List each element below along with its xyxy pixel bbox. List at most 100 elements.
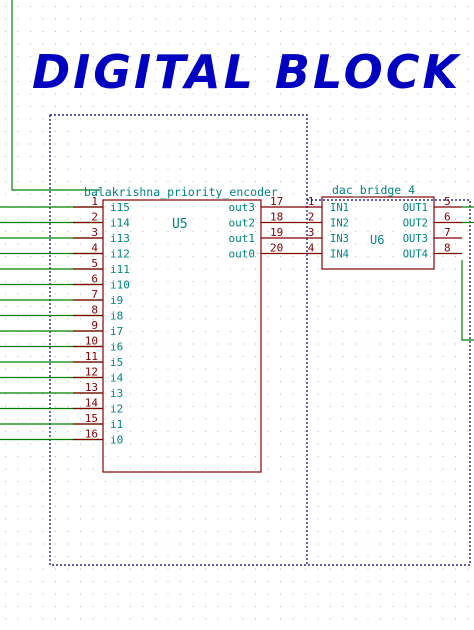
dac-body[interactable]	[321, 196, 435, 270]
grid-dot	[380, 556, 381, 557]
grid-dot	[405, 193, 406, 195]
grid-dot	[180, 493, 181, 495]
grid-dot	[92, 143, 94, 145]
grid-dot	[42, 531, 44, 532]
grid-dot	[230, 218, 231, 220]
grid-dot	[55, 56, 56, 57]
grid-dot	[167, 131, 169, 132]
grid-dot	[292, 556, 294, 557]
grid-dot	[430, 493, 431, 495]
grid-dot	[280, 306, 281, 307]
grid-dot	[205, 506, 206, 507]
grid-dot	[305, 18, 306, 20]
grid-dot	[55, 381, 56, 382]
grid-dot	[392, 343, 394, 345]
grid-dot	[105, 306, 106, 307]
grid-dot	[30, 168, 31, 170]
grid-dot	[5, 256, 6, 257]
grid-dot	[242, 618, 244, 620]
grid-dot	[267, 356, 269, 357]
grid-dot	[42, 431, 44, 432]
grid-dot	[180, 56, 181, 57]
grid-dot	[292, 56, 294, 57]
grid-dot	[330, 256, 331, 257]
grid-dot	[317, 268, 319, 270]
grid-dot	[30, 468, 31, 470]
grid-dot	[142, 368, 144, 370]
grid-dot	[92, 43, 94, 45]
grid-dot	[30, 156, 31, 157]
grid-dot	[167, 168, 169, 170]
grid-dot	[430, 618, 431, 620]
grid-dot	[55, 231, 56, 232]
grid-dot	[5, 6, 6, 7]
grid-dot	[205, 168, 206, 170]
grid-dot	[167, 606, 169, 607]
grid-dot	[330, 156, 331, 157]
grid-dot	[442, 281, 444, 282]
grid-dot	[180, 281, 181, 282]
grid-dot	[142, 18, 144, 20]
grid-dot	[330, 531, 331, 532]
grid-dot	[305, 281, 306, 282]
grid-dot	[455, 556, 456, 557]
grid-dot	[117, 556, 119, 557]
grid-dot	[455, 93, 456, 95]
grid-dot	[55, 406, 56, 407]
grid-dot	[67, 506, 69, 507]
grid-dot	[55, 343, 56, 345]
grid-dot	[105, 506, 106, 507]
grid-dot	[442, 406, 444, 407]
grid-dot	[455, 31, 456, 32]
grid-dot	[155, 281, 156, 282]
grid-dot	[105, 531, 106, 532]
grid-dot	[130, 293, 131, 295]
grid-dot	[417, 93, 419, 95]
grid-dot	[417, 31, 419, 32]
grid-dot	[467, 31, 469, 32]
grid-dot	[130, 481, 131, 482]
grid-dot	[367, 181, 369, 182]
grid-dot	[192, 481, 194, 482]
grid-dot	[317, 331, 319, 332]
encoder-body[interactable]	[102, 199, 262, 473]
grid-dot	[355, 93, 356, 95]
grid-dot	[105, 331, 106, 332]
grid-dot	[105, 393, 106, 395]
grid-dot	[342, 556, 344, 557]
grid-dot	[130, 218, 131, 220]
grid-dot	[455, 531, 456, 532]
grid-dot	[317, 556, 319, 557]
grid-dot	[42, 256, 44, 257]
